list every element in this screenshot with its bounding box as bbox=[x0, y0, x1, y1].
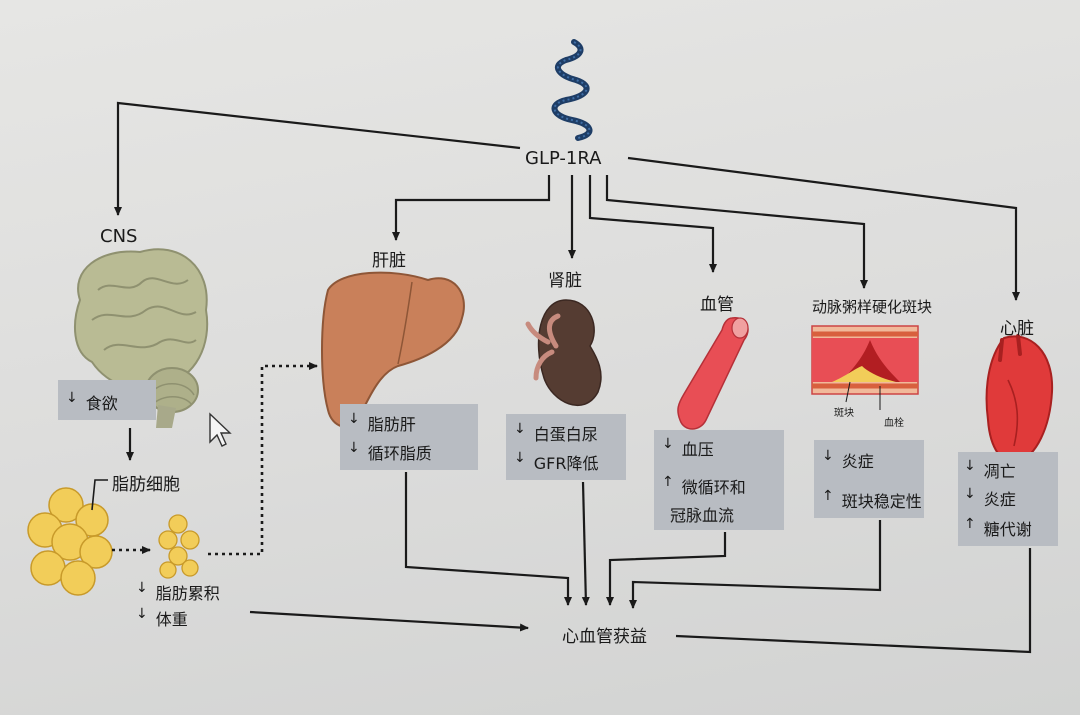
adipocyte-cluster-icon bbox=[27, 487, 113, 596]
plaque-effect-box: ↓炎症 ↑斑块稳定性 bbox=[814, 440, 924, 518]
hub-to-cns-arrow bbox=[114, 101, 521, 216]
hub-to-vessel-arrow bbox=[588, 175, 717, 273]
vessel-to-outcome-arrow bbox=[606, 532, 727, 606]
heart-effect-box: ↓凋亡 ↓炎症 ↑糖代谢 bbox=[958, 452, 1058, 546]
blood-vessel-icon bbox=[677, 317, 749, 430]
liver-label: 肝脏 bbox=[372, 251, 406, 271]
kidney-label: 肾脏 bbox=[548, 271, 582, 291]
plaque-label: 动脉粥样硬化斑块 bbox=[812, 298, 933, 316]
adipose-to-outcome-arrow bbox=[249, 610, 529, 632]
vessel-row-2: ↑微循环和 bbox=[662, 474, 746, 497]
liver-row-1: ↓脂肪肝 bbox=[348, 411, 416, 434]
heart-row-1: ↓凋亡 bbox=[964, 458, 1016, 481]
cursor-icon bbox=[209, 412, 232, 447]
vessel-row-3: 冠脉血流 bbox=[670, 506, 735, 525]
adipose-row-2: ↓体重 bbox=[136, 606, 188, 629]
plaque-row-2: ↑斑块稳定性 bbox=[822, 488, 922, 511]
hub-to-liver-arrow bbox=[392, 175, 551, 241]
adipose-row-1: ↓脂肪累积 bbox=[136, 580, 220, 603]
outcome-label: 心血管获益 bbox=[562, 627, 647, 647]
heart-row-3: ↑糖代谢 bbox=[964, 516, 1032, 539]
plaque-to-outcome-arrow bbox=[629, 520, 882, 609]
glp1-helix-icon bbox=[551, 39, 593, 141]
liver-to-outcome-arrow bbox=[404, 472, 572, 606]
adipose-to-liver-dotted-arrow bbox=[208, 362, 318, 556]
liver-icon bbox=[321, 271, 465, 428]
plaque-caption: 斑块 bbox=[834, 408, 854, 419]
thrombus-caption: 血栓 bbox=[884, 418, 904, 429]
artery-plaque-icon bbox=[811, 325, 919, 410]
heart-icon bbox=[985, 334, 1054, 464]
cns-effect-box: ↓ 食欲 bbox=[58, 380, 156, 420]
vessel-effect-box: ↓血压 ↑微循环和 冠脉血流 bbox=[654, 430, 784, 530]
heart-to-outcome-arrow bbox=[675, 548, 1032, 654]
kidney-row-2: ↓GFR降低 bbox=[514, 450, 599, 473]
liver-effect-box: ↓脂肪肝 ↓循环脂质 bbox=[340, 404, 478, 470]
hub-to-heart-arrow bbox=[627, 156, 1020, 301]
hub-to-plaque-arrow bbox=[605, 175, 868, 289]
heart-label: 心脏 bbox=[1000, 319, 1034, 339]
kidney-row-1: ↓白蛋白尿 bbox=[514, 421, 598, 444]
vessel-row-1: ↓血压 bbox=[662, 436, 714, 459]
plaque-row-1: ↓炎症 bbox=[822, 448, 874, 471]
kidney-effect-box: ↓白蛋白尿 ↓GFR降低 bbox=[506, 414, 626, 480]
liver-row-2: ↓循环脂质 bbox=[348, 440, 432, 463]
kidney-to-outcome-arrow bbox=[581, 481, 590, 606]
kidney-icon bbox=[525, 299, 602, 406]
adipocyte-pointer-line bbox=[91, 479, 108, 511]
adipocyte-small-cluster-icon bbox=[158, 514, 200, 579]
cns-effect-row: ↓ 食欲 bbox=[66, 390, 118, 413]
adipose-title: 脂肪细胞 bbox=[112, 475, 180, 495]
vessel-label: 血管 bbox=[700, 295, 734, 315]
hub-label: GLP-1RA bbox=[525, 148, 602, 169]
cns-label: CNS bbox=[100, 226, 138, 247]
heart-row-2: ↓炎症 bbox=[964, 486, 1016, 509]
